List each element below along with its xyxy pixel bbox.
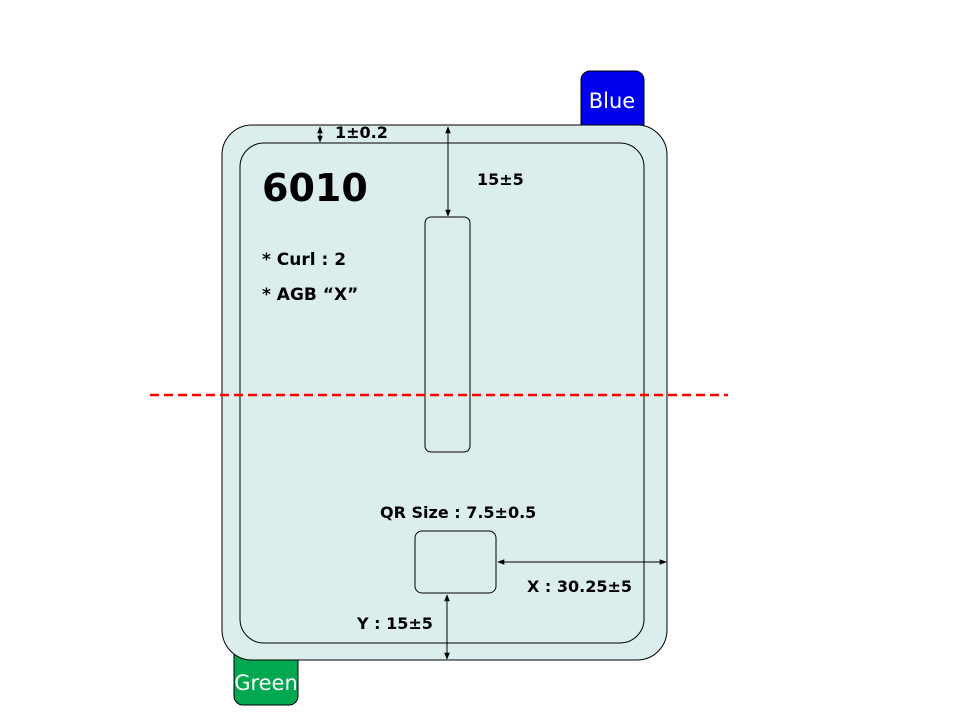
note-curl: * Curl : 2	[262, 250, 346, 270]
qr-code-box	[414, 530, 497, 594]
edge-margin-label: 1±0.2	[335, 123, 388, 142]
blue-tab-label: Blue	[589, 89, 635, 113]
outer-panel	[221, 124, 668, 661]
inner-border	[239, 142, 645, 644]
vertical-slot	[424, 216, 471, 453]
note-agb: * AGB “X”	[262, 285, 358, 305]
slot-top-label: 15±5	[477, 170, 524, 189]
qr-size-label: QR Size : 7.5±0.5	[380, 503, 536, 522]
green-tab-label: Green	[234, 671, 298, 695]
model-number: 6010	[262, 166, 368, 210]
blue-tab: Blue	[580, 70, 645, 138]
qr-y-label: Y : 15±5	[356, 614, 433, 633]
qr-x-label: X : 30.25±5	[527, 577, 632, 596]
